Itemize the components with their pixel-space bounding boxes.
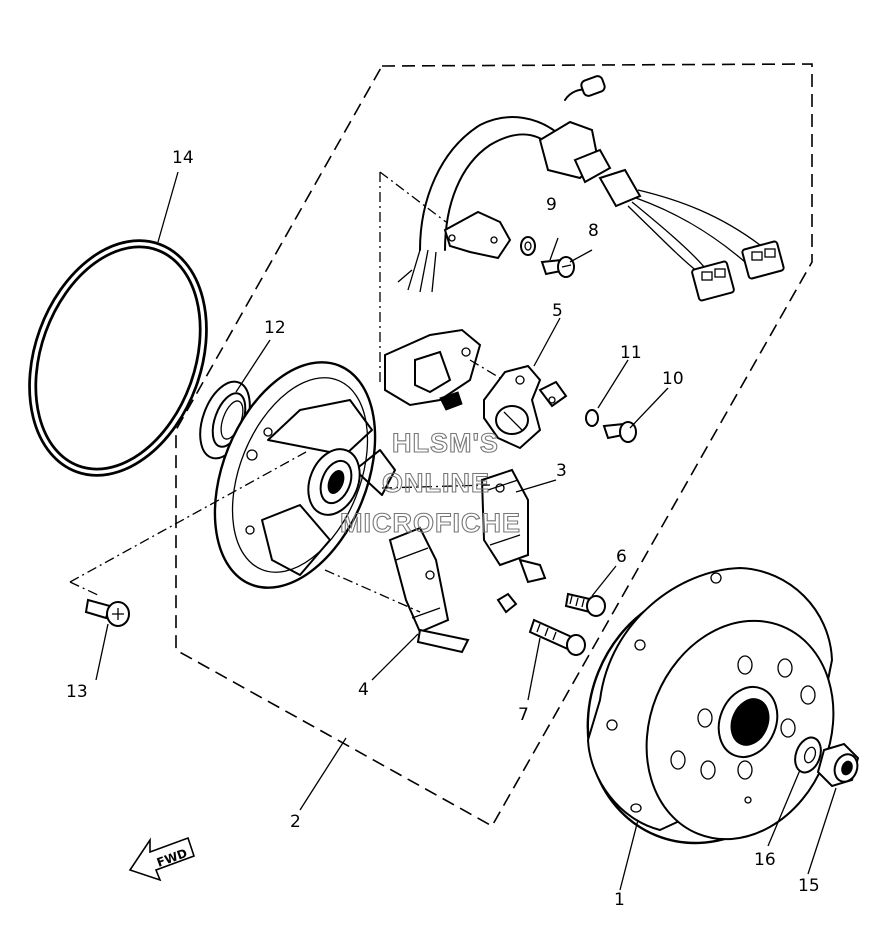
callout-5: 5: [552, 301, 563, 321]
assembly-group-outline: [175, 63, 813, 828]
callout-7: 7: [518, 705, 529, 725]
fwd-arrow: FWD: [128, 836, 196, 882]
charging-coil: [480, 468, 547, 584]
callout-12: 12: [264, 318, 286, 338]
nut-15: [816, 742, 860, 788]
callout-6: 6: [616, 547, 627, 567]
stator-plate: [213, 361, 396, 589]
harness-clamp: [443, 210, 512, 260]
callout-9: 9: [546, 195, 557, 215]
leader-lines: [95, 171, 837, 891]
screw-6: [564, 592, 606, 617]
circlip-11: [585, 409, 599, 427]
screw-13: [84, 598, 130, 627]
callout-1: 1: [614, 890, 625, 910]
callout-10: 10: [662, 369, 684, 389]
flywheel-rotor: [586, 566, 835, 845]
pickup-coil: [483, 364, 568, 450]
watermark-line-2: ONLINE: [382, 468, 490, 498]
screw-10: [602, 421, 637, 443]
callout-15: 15: [798, 876, 820, 896]
callout-8: 8: [588, 221, 599, 241]
wire-harness: [397, 75, 785, 302]
watermark: HLSM'S ONLINE MICROFICHE: [339, 427, 521, 538]
callout-2: 2: [290, 812, 301, 832]
washer-9: [520, 236, 536, 256]
watermark-line-1: HLSM'S: [392, 428, 499, 458]
screw-7: [528, 618, 586, 656]
o-ring: [28, 239, 208, 477]
callout-16: 16: [754, 850, 776, 870]
callout-11: 11: [620, 343, 642, 363]
callout-4: 4: [358, 680, 369, 700]
screw-8: [540, 256, 575, 278]
pickup-bracket: [384, 328, 482, 411]
watermark-line-3: MICROFICHE: [340, 508, 521, 538]
callout-13: 13: [66, 682, 88, 702]
washer-16: [794, 736, 822, 774]
callout-3: 3: [556, 461, 567, 481]
source-coil: [388, 526, 518, 654]
callout-labels: 1 2 3 4 5 6 7 8 9 10 11 12 13 14 15 16: [66, 148, 820, 910]
callout-14: 14: [172, 148, 194, 168]
